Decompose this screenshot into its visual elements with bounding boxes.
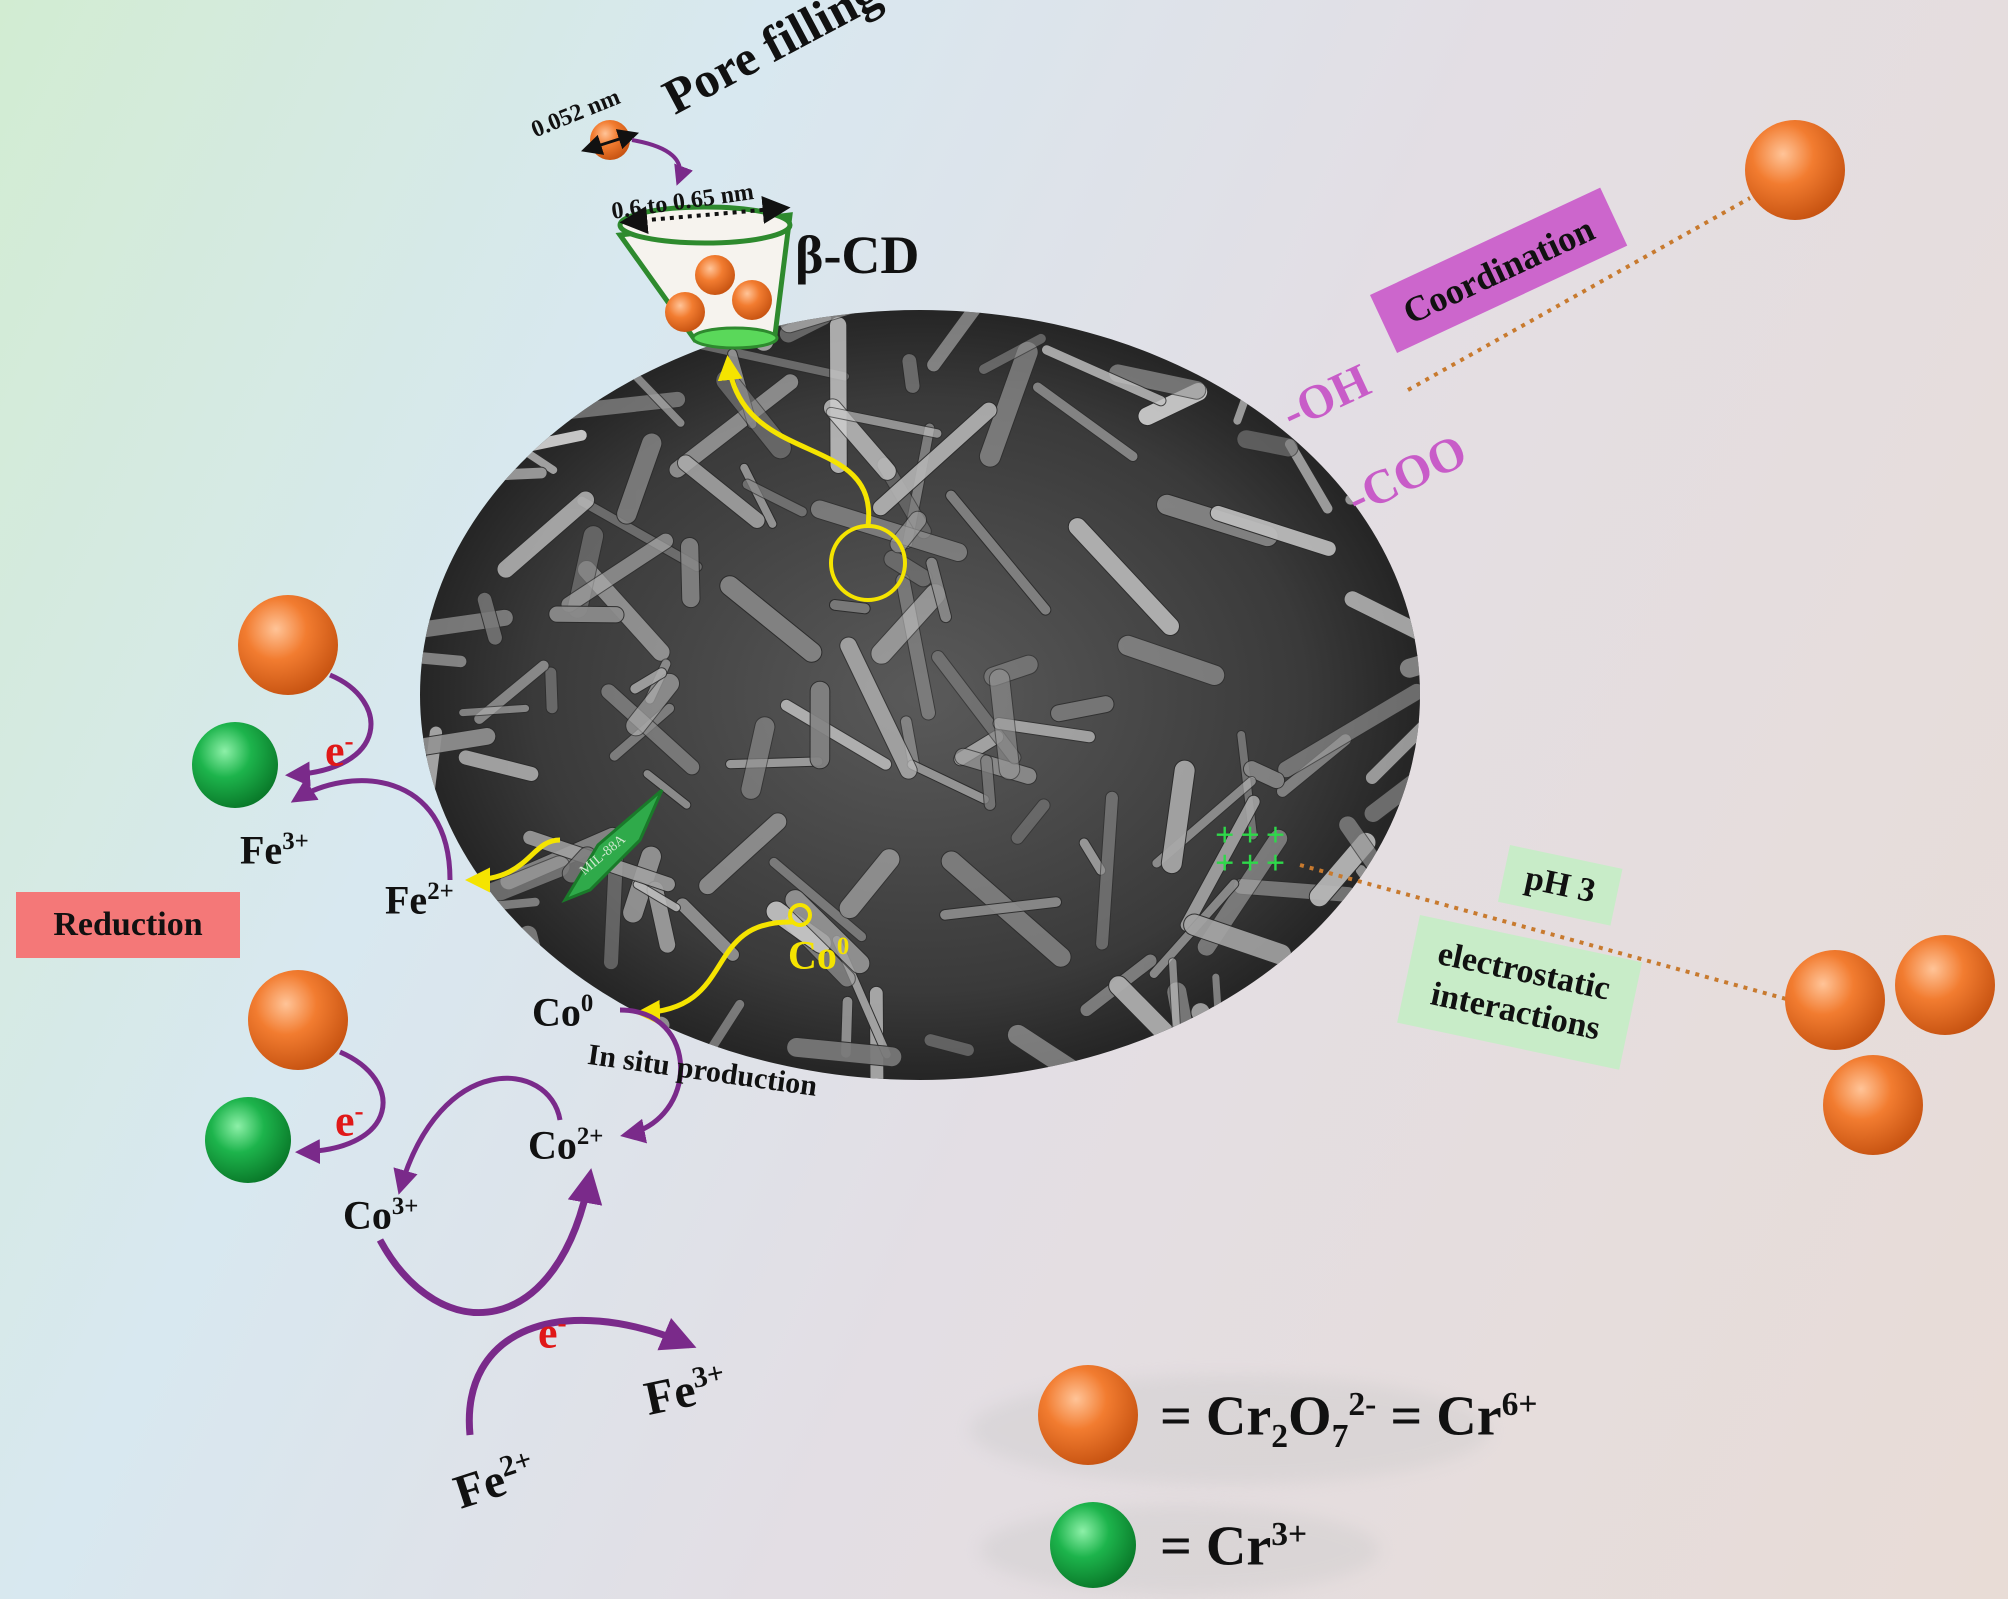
co3-label: Co3+ [343, 1192, 419, 1238]
cr6-ball-icon [248, 970, 348, 1070]
cr3-ball-icon [192, 722, 278, 808]
ph-label: pH 3 [1521, 859, 1599, 911]
reduction-box: Reduction [16, 892, 240, 958]
cr6-ball-icon [1745, 120, 1845, 220]
electron-label: e- [538, 1308, 567, 1358]
reduction-label: Reduction [53, 906, 203, 943]
beta-cd-cup-icon [615, 196, 793, 350]
legend-cr3: = Cr3+ [1160, 1515, 1308, 1578]
beta-cd-label: β-CD [795, 225, 920, 285]
legend-cr6: = Cr2O72- = Cr6+ [1160, 1385, 1538, 1455]
cr6-ball-icon [590, 120, 630, 160]
fe2-label: Fe2+ [385, 877, 454, 923]
co0-particle-label: Co0 [788, 932, 850, 978]
electron-label: e- [335, 1096, 364, 1146]
fe3-label: Fe3+ [240, 827, 309, 873]
cr6-ball-icon [1785, 950, 1885, 1050]
cr6-ball-icon [238, 595, 338, 695]
co0-label: Co0 [532, 989, 594, 1035]
co2-label: Co2+ [528, 1122, 604, 1168]
electron-label: e- [325, 726, 354, 776]
positive-charges: +++ +++ [1215, 817, 1292, 882]
cr6-ball-icon [1895, 935, 1995, 1035]
sem-image-disc-icon [420, 310, 1420, 1080]
cr6-ball-icon [1038, 1365, 1138, 1465]
cr6-ball-icon [1823, 1055, 1923, 1155]
cr3-ball-icon [205, 1097, 291, 1183]
cr3-ball-icon [1050, 1502, 1136, 1588]
mil-88a-rod-icon [561, 788, 664, 904]
